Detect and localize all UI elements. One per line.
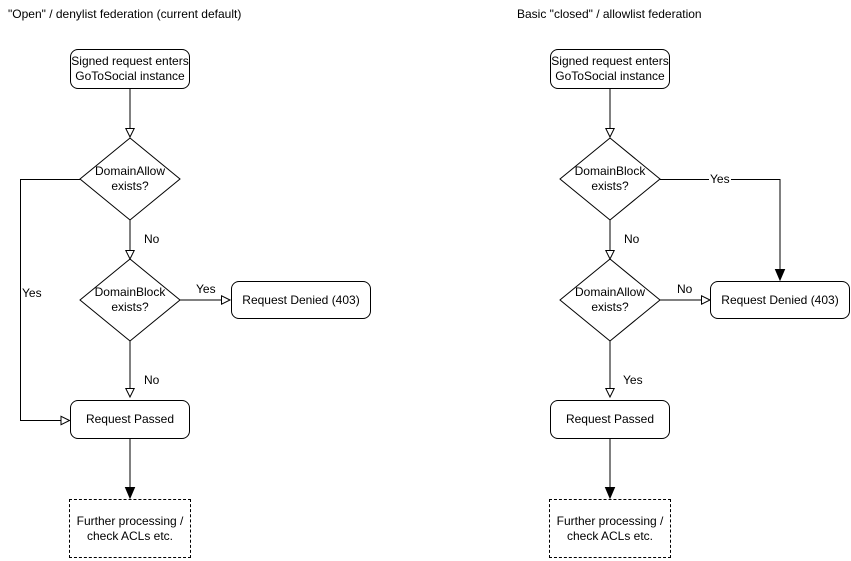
- left-passed-node: Request Passed: [70, 400, 190, 439]
- left-start-node-line1: Signed request enters: [71, 54, 189, 68]
- left-decision2-yes-label: Yes: [195, 282, 217, 296]
- right-edge-passed-to-further: [604, 439, 616, 500]
- right-decision1-line2: exists?: [591, 179, 629, 193]
- right-decision2-no-label: No: [676, 282, 694, 296]
- left-decision1-no-label: No: [143, 232, 161, 246]
- right-further-line2: check ACLs etc.: [566, 528, 654, 543]
- left-start-node-line2: GoToSocial instance: [75, 69, 185, 83]
- left-edge-passed-to-further: [124, 439, 136, 500]
- right-edge-decision1-no: [604, 220, 616, 261]
- left-decision1-label: DomainAllow exists?: [80, 164, 180, 194]
- left-denied-node-label: Request Denied (403): [242, 292, 360, 307]
- right-further-line1: Further processing /: [556, 513, 664, 528]
- right-decision1-line1: DomainBlock: [574, 164, 646, 178]
- left-edge-decision2-yes-to-denied: [180, 294, 232, 306]
- left-denied-node: Request Denied (403): [231, 281, 371, 319]
- left-decision1-yes-label: Yes: [21, 286, 43, 300]
- right-decision1-yes-label: Yes: [709, 172, 731, 186]
- right-decision2-yes-label: Yes: [622, 373, 644, 387]
- left-further-line1: Further processing /: [76, 513, 184, 528]
- open-arrowhead-icon: [60, 415, 71, 426]
- right-denied-node: Request Denied (403): [710, 281, 850, 319]
- right-start-node-line2: GoToSocial instance: [555, 69, 665, 83]
- open-arrowhead-icon: [124, 128, 136, 139]
- right-passed-node-label: Request Passed: [565, 412, 655, 426]
- left-decision1-line2: exists?: [111, 179, 149, 193]
- open-arrowhead-icon: [221, 294, 232, 306]
- left-decision2-no-label: No: [143, 373, 161, 387]
- left-edge-start-to-decision1: [124, 89, 136, 139]
- open-arrowhead-icon: [124, 388, 136, 399]
- left-edge-decision1-no: [124, 220, 136, 261]
- left-further-line2: check ACLs etc.: [86, 528, 174, 543]
- left-edge-decision2-no-to-passed: [124, 341, 136, 399]
- right-edge-decision2-yes-to-passed: [604, 341, 616, 399]
- right-further-processing-node: Further processing / check ACLs etc.: [549, 499, 671, 558]
- left-decision2-line2: exists?: [111, 300, 149, 314]
- left-edge-decision1-yes-loop: [20, 179, 80, 426]
- right-decision1-no-label: No: [623, 232, 641, 246]
- left-further-processing-node: Further processing / check ACLs etc.: [69, 499, 191, 558]
- solid-arrowhead-icon: [604, 487, 616, 500]
- right-edge-start-to-decision1: [604, 89, 616, 139]
- open-arrowhead-icon: [701, 294, 712, 306]
- left-chart-title: "Open" / denylist federation (current de…: [8, 7, 242, 21]
- open-arrowhead-icon: [604, 388, 616, 399]
- right-edge-decision1-yes-to-denied: [660, 179, 786, 282]
- right-passed-node: Request Passed: [550, 400, 670, 439]
- open-arrowhead-icon: [604, 250, 616, 261]
- right-decision2-line2: exists?: [591, 300, 629, 314]
- right-edge-decision2-no-to-denied: [660, 294, 712, 306]
- open-arrowhead-icon: [124, 250, 136, 261]
- left-passed-node-label: Request Passed: [85, 412, 175, 426]
- right-chart-title: Basic "closed" / allowlist federation: [517, 7, 702, 21]
- left-decision2-line1: DomainBlock: [94, 285, 166, 299]
- right-decision2-label: DomainAllow exists?: [560, 285, 660, 315]
- solid-arrowhead-icon: [124, 487, 136, 500]
- right-start-node: Signed request enters GoToSocial instanc…: [550, 49, 670, 89]
- right-denied-node-label: Request Denied (403): [721, 292, 839, 307]
- left-start-node: Signed request enters GoToSocial instanc…: [70, 49, 190, 89]
- left-decision2-label: DomainBlock exists?: [80, 285, 180, 315]
- right-decision1-label: DomainBlock exists?: [560, 164, 660, 194]
- right-start-node-line1: Signed request enters: [551, 54, 669, 68]
- right-decision2-line1: DomainAllow: [574, 285, 646, 299]
- solid-arrowhead-icon: [774, 269, 786, 282]
- left-decision1-line1: DomainAllow: [94, 164, 166, 178]
- open-arrowhead-icon: [604, 128, 616, 139]
